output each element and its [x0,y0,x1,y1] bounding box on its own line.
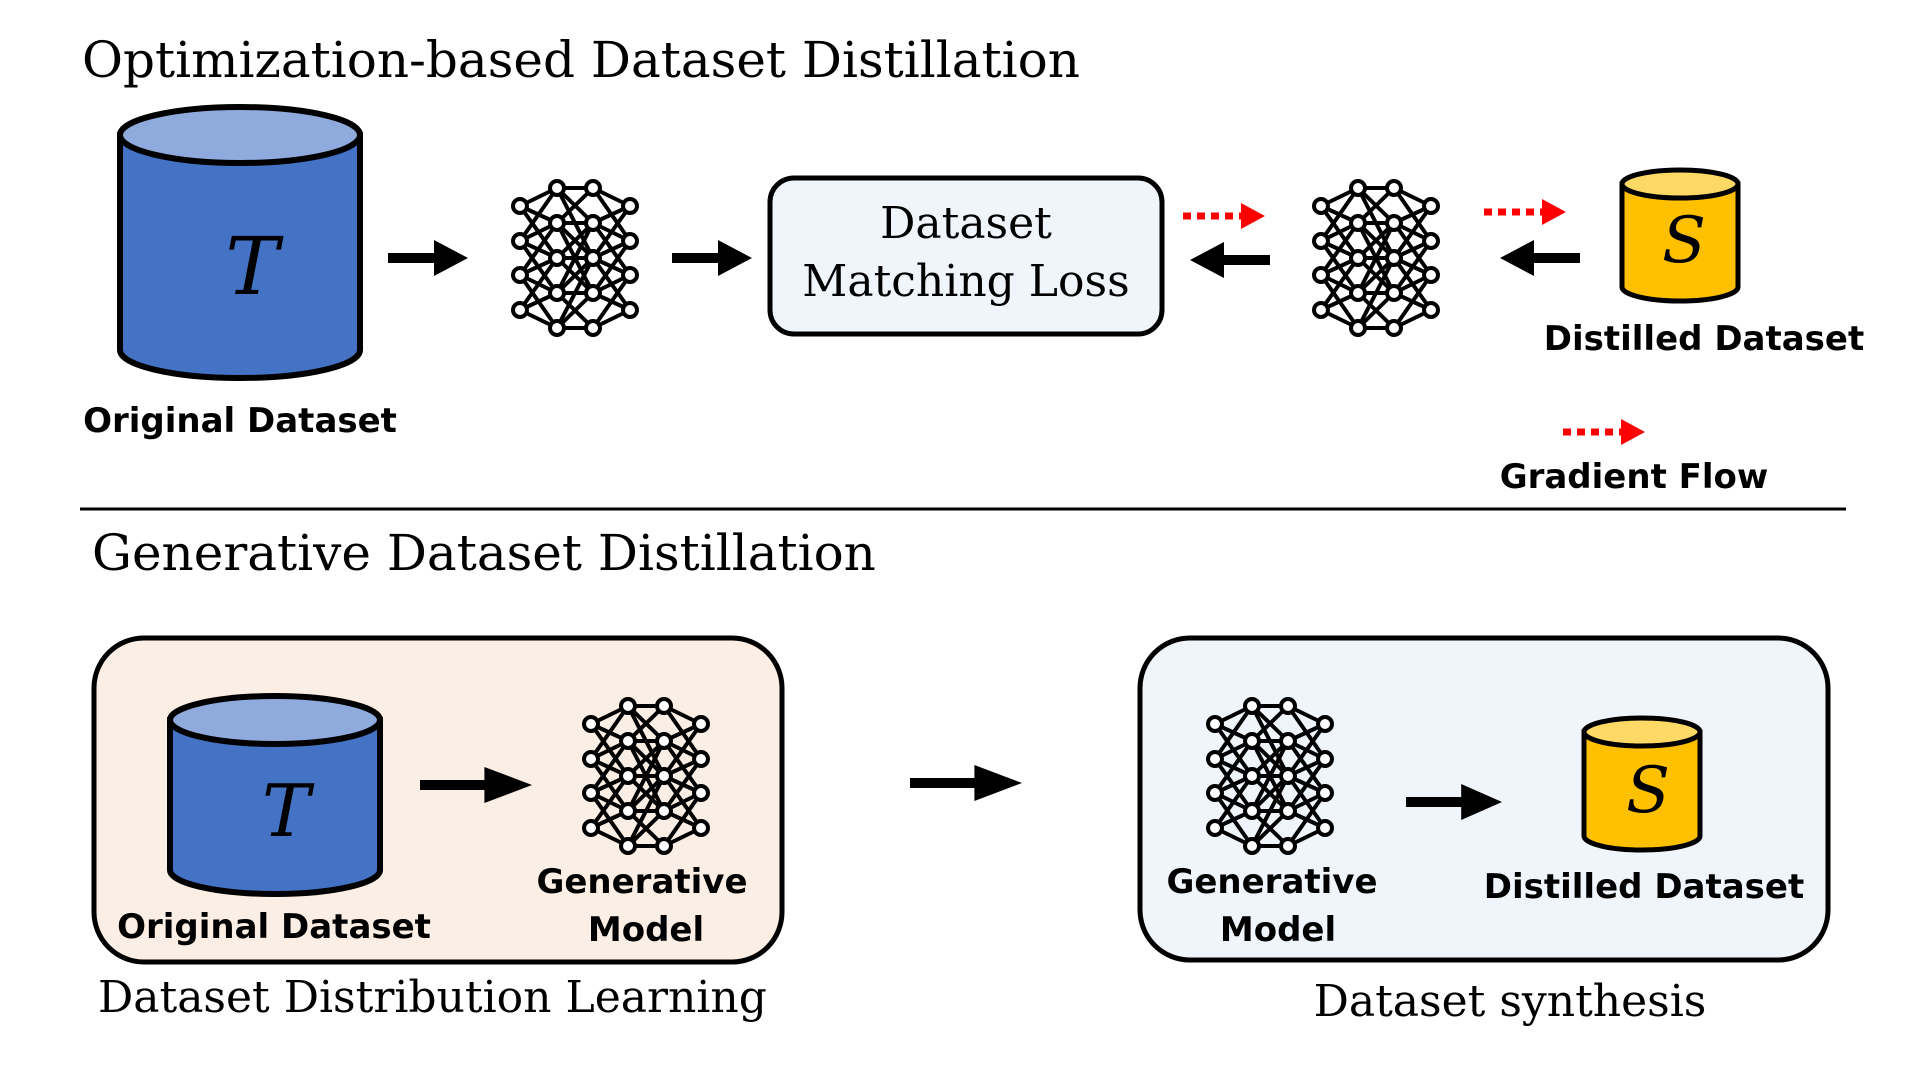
right-model-label-line1: Generative [1166,862,1377,902]
left-original-dataset-symbol: T [262,769,315,853]
left-original-dataset-label: Original Dataset [117,907,431,947]
neural-network-icon [1312,179,1440,337]
arrow-icon [388,240,468,276]
distilled-dataset-symbol: S [1662,204,1706,278]
right-panel-caption: Dataset synthesis [1314,976,1707,1027]
distilled-dataset-cylinder-icon [1619,167,1741,304]
neural-network-icon [511,179,639,337]
arrow-icon [910,765,1022,801]
right-model-label-line2: Model [1220,910,1336,950]
left-model-label-line2: Model [588,910,704,950]
back-arrow-icon [1190,242,1270,278]
dataset-matching-loss-box [767,175,1165,337]
gradient-flow-arrow-icon [1183,203,1265,229]
legend-gradient-flow-label: Gradient Flow [1500,457,1769,497]
loss-box-line2: Matching Loss [802,256,1129,307]
distilled-dataset-label: Distilled Dataset [1544,319,1864,359]
left-panel-caption: Dataset Distribution Learning [98,972,767,1023]
top-section-title: Optimization-based Dataset Distillation [82,31,1080,89]
right-distilled-dataset-symbol: S [1626,754,1670,828]
original-dataset-symbol: T [225,220,284,313]
original-dataset-cylinder-icon [167,693,383,897]
bottom-section-title: Generative Dataset Distillation [92,524,876,582]
left-model-label-line1: Generative [536,862,747,902]
original-dataset-label: Original Dataset [83,401,397,441]
legend-gradient-arrow-icon [1563,419,1645,445]
distilled-dataset-cylinder-icon [1581,715,1703,853]
original-dataset-cylinder-icon [117,104,363,381]
arrow-icon [672,240,752,276]
back-arrow-icon [1500,240,1580,276]
right-distilled-dataset-label: Distilled Dataset [1484,867,1804,907]
loss-box-line1: Dataset [880,198,1052,249]
gradient-flow-arrow-icon [1484,199,1566,225]
